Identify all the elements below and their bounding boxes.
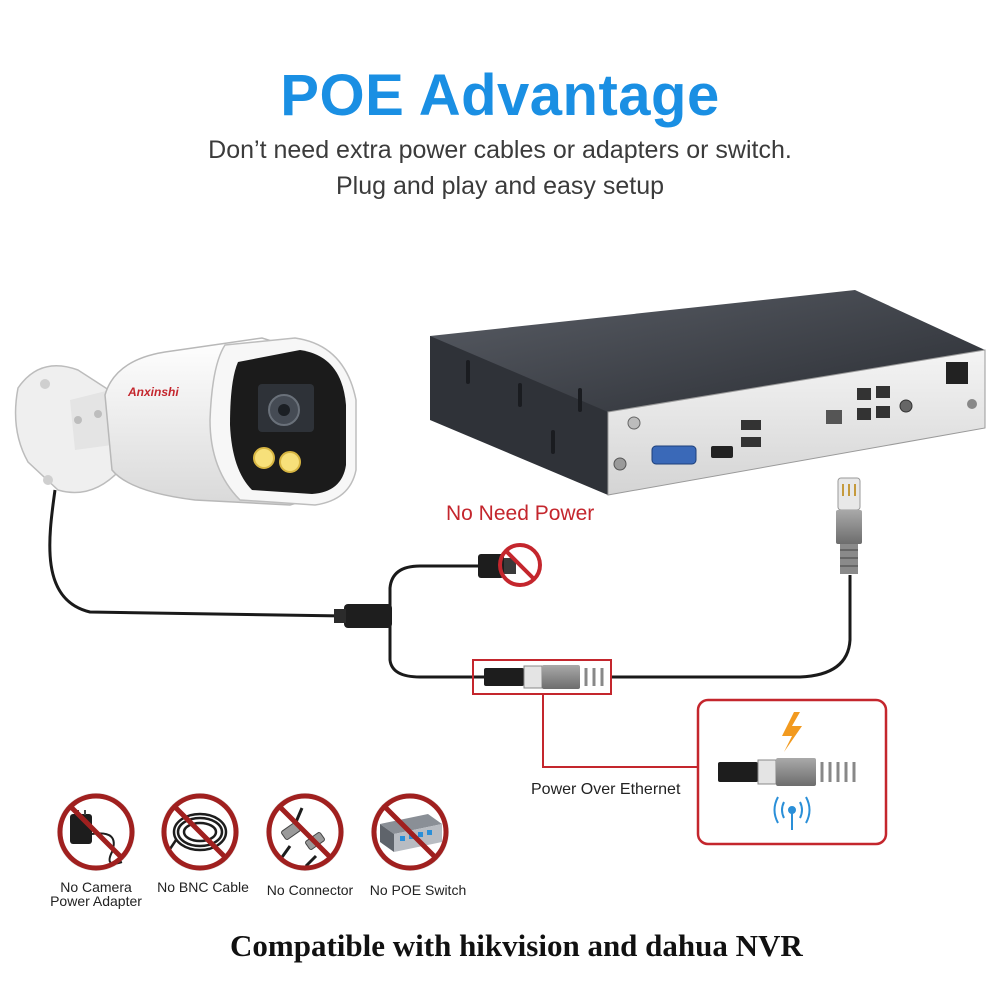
- poe-ethernet-connection: [472, 659, 612, 695]
- usb-port: [741, 437, 761, 447]
- prohibited-label-poe-switch: No POE Switch: [369, 882, 467, 898]
- poe-detail-box: [696, 698, 888, 846]
- bnc-cable-icon: [166, 812, 228, 853]
- power-switch: [946, 362, 968, 384]
- prohibited-label-connector: No Connector: [266, 882, 354, 898]
- prohibited-item-poe-switch: [371, 793, 449, 871]
- vga-port: [651, 445, 697, 465]
- subtitle-line-1: Don’t need extra power cables or adapter…: [208, 136, 792, 164]
- dc-power-jack: [899, 399, 913, 413]
- poe-port: [857, 408, 871, 420]
- no-power-prohibited-icon: [498, 543, 542, 587]
- poe-port: [857, 388, 871, 400]
- lightning-icon: [782, 712, 802, 752]
- prohibited-item-bnc-cable: [161, 793, 239, 871]
- nvr-recorder: [430, 290, 986, 496]
- callout-lines: [542, 694, 698, 768]
- prohibited-item-power-adapter: [57, 793, 135, 871]
- prohibited-label-line-2: Power Adapter: [50, 893, 142, 909]
- lan-port: [826, 410, 842, 424]
- hdmi-port: [711, 446, 733, 458]
- subtitle-line-2: Plug and play and easy setup: [335, 172, 664, 200]
- rj45-plug-to-nvr: [836, 477, 862, 574]
- cabling: [48, 489, 852, 679]
- prohibited-label-bnc-cable: No BNC Cable: [157, 879, 249, 895]
- dc-power-plug: [478, 554, 516, 578]
- poe-splitter: [334, 604, 392, 628]
- prohibited-label-power-adapter: No Camera Power Adapter: [40, 880, 152, 908]
- usb-port: [741, 420, 761, 430]
- prohibited-item-bnc-connector: [266, 793, 344, 871]
- power-over-ethernet-label: Power Over Ethernet: [531, 781, 681, 798]
- camera-brand-logo: Anxinshi: [127, 385, 179, 399]
- camera-wall-mount: [14, 365, 121, 494]
- prohibited-label-line-1: No Camera: [60, 879, 132, 895]
- poe-port: [876, 406, 890, 418]
- compatibility-footer: Compatible with hikvision and dahua NVR: [230, 928, 803, 963]
- bullet-camera: Anxinshi: [14, 337, 357, 506]
- page-title: POE Advantage: [280, 63, 720, 128]
- no-need-power-label: No Need Power: [446, 502, 595, 525]
- poe-port: [876, 386, 890, 398]
- wifi-signal-icon: [773, 796, 811, 830]
